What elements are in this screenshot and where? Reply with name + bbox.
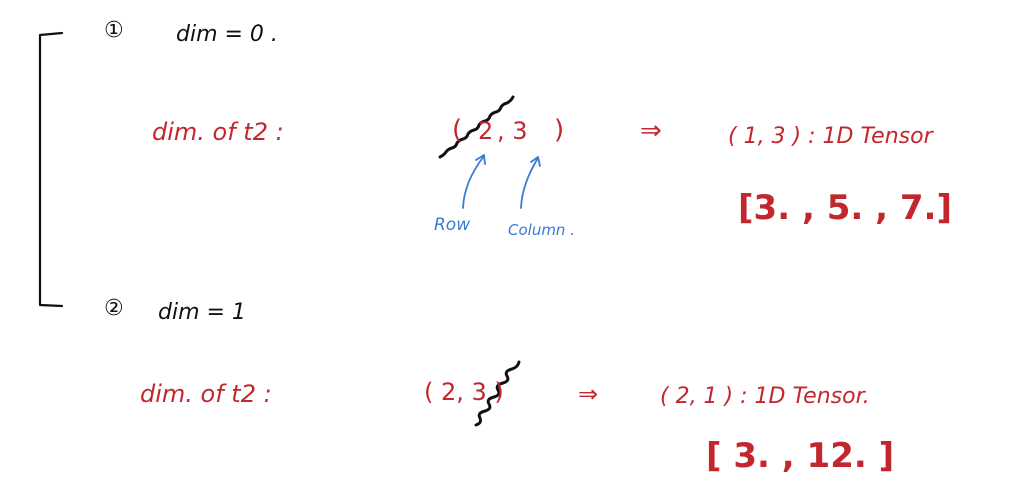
strike-squiggle-1 [438, 95, 515, 159]
column-arrow [520, 156, 541, 209]
section2-number: ② [104, 296, 124, 321]
section1-number: ① [104, 18, 124, 43]
section2-expr-prefix: dim. of t2 : [140, 380, 272, 408]
column-label: Column . [508, 221, 575, 239]
section1-arrow: ⇒ [640, 116, 662, 146]
section2-result: ( 2, 1 ) : 1D Tensor. [660, 384, 870, 409]
section2-arrow: ⇒ [578, 380, 599, 408]
section1-result: ( 1, 3 ) : 1D Tensor [728, 124, 933, 149]
section1-expr-prefix: dim. of t2 : [152, 118, 284, 146]
section1-shape-close: ) [554, 115, 565, 145]
section1-values: [3. , 5. , 7.] [738, 188, 952, 228]
section1-shape-open: ( [452, 115, 463, 145]
section1-title: dim = 0 . [176, 22, 278, 47]
row-arrow [462, 154, 486, 209]
left-bracket [38, 31, 64, 308]
section2-title: dim = 1 [158, 300, 246, 325]
section1-shape-first: 2 [478, 117, 494, 145]
strike-squiggle-2 [474, 360, 521, 427]
section1-shape-sep: , 3 [497, 117, 528, 145]
section2-values: [ 3. , 12. ] [706, 436, 895, 476]
section2-shape: ( 2, 3 ) [424, 378, 504, 406]
row-label: Row [434, 215, 471, 235]
